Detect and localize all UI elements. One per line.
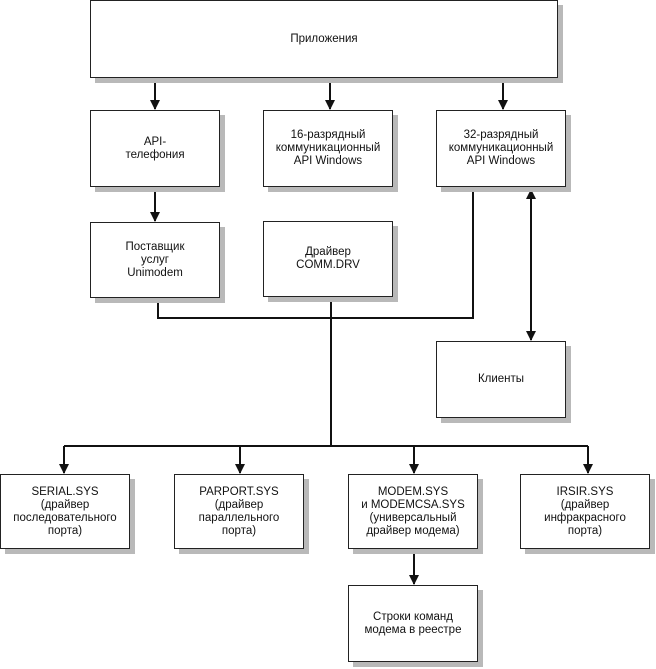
serial-sys-box: SERIAL.SYS (драйвер последовательного по… bbox=[0, 474, 130, 549]
comm-api-16-box: 16-разрядный коммуникационный API Window… bbox=[263, 110, 393, 187]
line-unimodem-to-bus bbox=[157, 188, 474, 319]
modem-sys-box: MODEM.SYS и MODEMCSA.SYS (универсальный … bbox=[348, 474, 478, 549]
parport-sys-box: PARPORT.SYS (драйвер параллельного порта… bbox=[174, 474, 304, 549]
comm-api-32-box: 32-разрядный коммуникационный API Window… bbox=[436, 110, 566, 187]
comm-drv-box: Драйвер COMM.DRV bbox=[263, 221, 393, 297]
irsir-sys-box: IRSIR.SYS (драйвер инфракрасного порта) bbox=[520, 474, 650, 549]
telephony-api-box: API- телефония bbox=[90, 110, 220, 187]
clients-box: Клиенты bbox=[436, 341, 566, 418]
unimodem-provider-box: Поставщик услуг Unimodem bbox=[90, 222, 220, 298]
modem-registry-box: Строки команд модема в реестре bbox=[348, 585, 478, 662]
applications-box: Приложения bbox=[90, 0, 558, 78]
